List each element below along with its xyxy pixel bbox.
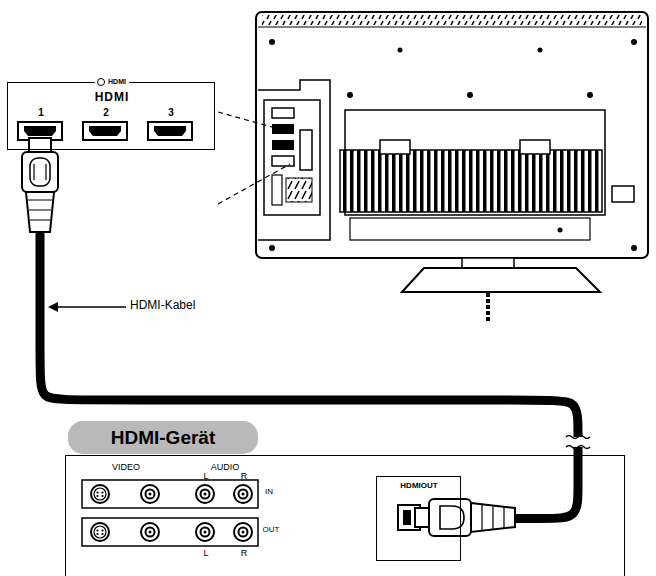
device-panel: HDMIOUTVIDEOAUDIOLRINLROUT [65, 455, 625, 576]
hdmi-plug [34, 164, 46, 180]
hdmi-socket [24, 126, 56, 136]
hdmi-plug [30, 158, 50, 186]
av-jacks [141, 485, 159, 503]
panel-heading: HDMI [95, 78, 129, 86]
cable-arrow [56, 306, 126, 308]
av-jacks [141, 523, 159, 541]
channel-label: R [241, 472, 248, 482]
zoom-leader [218, 112, 290, 132]
tv-back [520, 140, 550, 154]
tv-back [347, 92, 353, 98]
row-label: OUT [263, 526, 280, 535]
tv-back [272, 124, 294, 134]
hdmi-plug [22, 152, 58, 192]
channel-label: L [203, 472, 208, 482]
tv-back [340, 150, 602, 212]
tv-back [264, 100, 320, 215]
av-jacks [91, 523, 109, 541]
row-label: IN [265, 488, 273, 497]
cable-label: HDMI-Kabel [130, 299, 195, 312]
port-number: 3 [168, 107, 174, 118]
cable-break [566, 436, 590, 439]
tv-back [631, 39, 637, 45]
tv-back [286, 178, 312, 202]
hdmi-out-plug [398, 499, 515, 536]
av-jacks [196, 485, 214, 503]
tv-back [467, 92, 473, 98]
av-jacks [91, 485, 109, 503]
hdmi-plug [26, 192, 54, 232]
jack-group-label: VIDEO [112, 463, 140, 473]
tv-back [631, 245, 637, 251]
av-jacks [82, 480, 258, 508]
tv-back [272, 140, 294, 150]
tv-back [272, 175, 282, 205]
cable-arrow [48, 302, 58, 312]
tv-stand [402, 268, 600, 292]
tv-stand [462, 258, 514, 268]
tv-back [262, 15, 642, 25]
hdmi-out-plug [403, 510, 411, 525]
tv-back [272, 156, 294, 166]
channel-label: L [203, 549, 208, 559]
tv-back [256, 12, 648, 258]
cable-break [566, 436, 590, 449]
hdmi-logo: HDMI [95, 91, 130, 104]
hdmi-out-plug [471, 503, 515, 532]
port-number: 1 [38, 107, 44, 118]
av-jacks [196, 523, 214, 541]
tv-back [558, 228, 563, 233]
hdmi-out-plug [429, 499, 471, 536]
channel-label: R [241, 549, 248, 559]
port-number: 2 [103, 107, 109, 118]
hdmi-plug [22, 138, 58, 232]
tv-back [398, 48, 403, 53]
av-jacks [82, 480, 258, 546]
tv-back [380, 140, 410, 154]
tv-stand [486, 293, 490, 322]
device-title: HDMI-Gerät [111, 427, 216, 448]
hdmi-port-panel: HDMIHDMI123 [7, 82, 215, 150]
hdmi-out-plug [482, 505, 504, 530]
tv-back [538, 48, 543, 53]
av-jacks [82, 518, 258, 546]
tv-back [269, 39, 275, 45]
cable-break [566, 446, 590, 449]
device-label-tab: HDMI-Gerät [68, 421, 258, 454]
zoom-leader [218, 112, 290, 204]
hdmi-out-plug [415, 508, 429, 527]
tv-back [587, 92, 593, 98]
port-label: HDMIOUT [400, 482, 437, 491]
tv-back [272, 108, 294, 118]
tv-back [612, 186, 634, 202]
jack-group-label: AUDIO [211, 463, 240, 473]
zoom-leader [218, 164, 290, 204]
hdmi-socket [154, 126, 186, 136]
hdmi-socket [89, 126, 121, 136]
cable-arrow [48, 302, 126, 312]
tv-back [300, 130, 312, 170]
tv-back [269, 245, 275, 251]
tv-stand [402, 258, 600, 322]
tv-back [256, 12, 648, 258]
av-jacks [234, 523, 252, 541]
tv-back [350, 218, 590, 240]
tv-back [258, 27, 646, 28]
hdmi-socket [83, 122, 127, 140]
hdmi-socket [148, 122, 192, 140]
hdmi-out-port: HDMIOUT [376, 476, 461, 561]
tv-back [258, 80, 330, 240]
av-jacks [234, 485, 252, 503]
hdmi-plug [28, 200, 52, 220]
